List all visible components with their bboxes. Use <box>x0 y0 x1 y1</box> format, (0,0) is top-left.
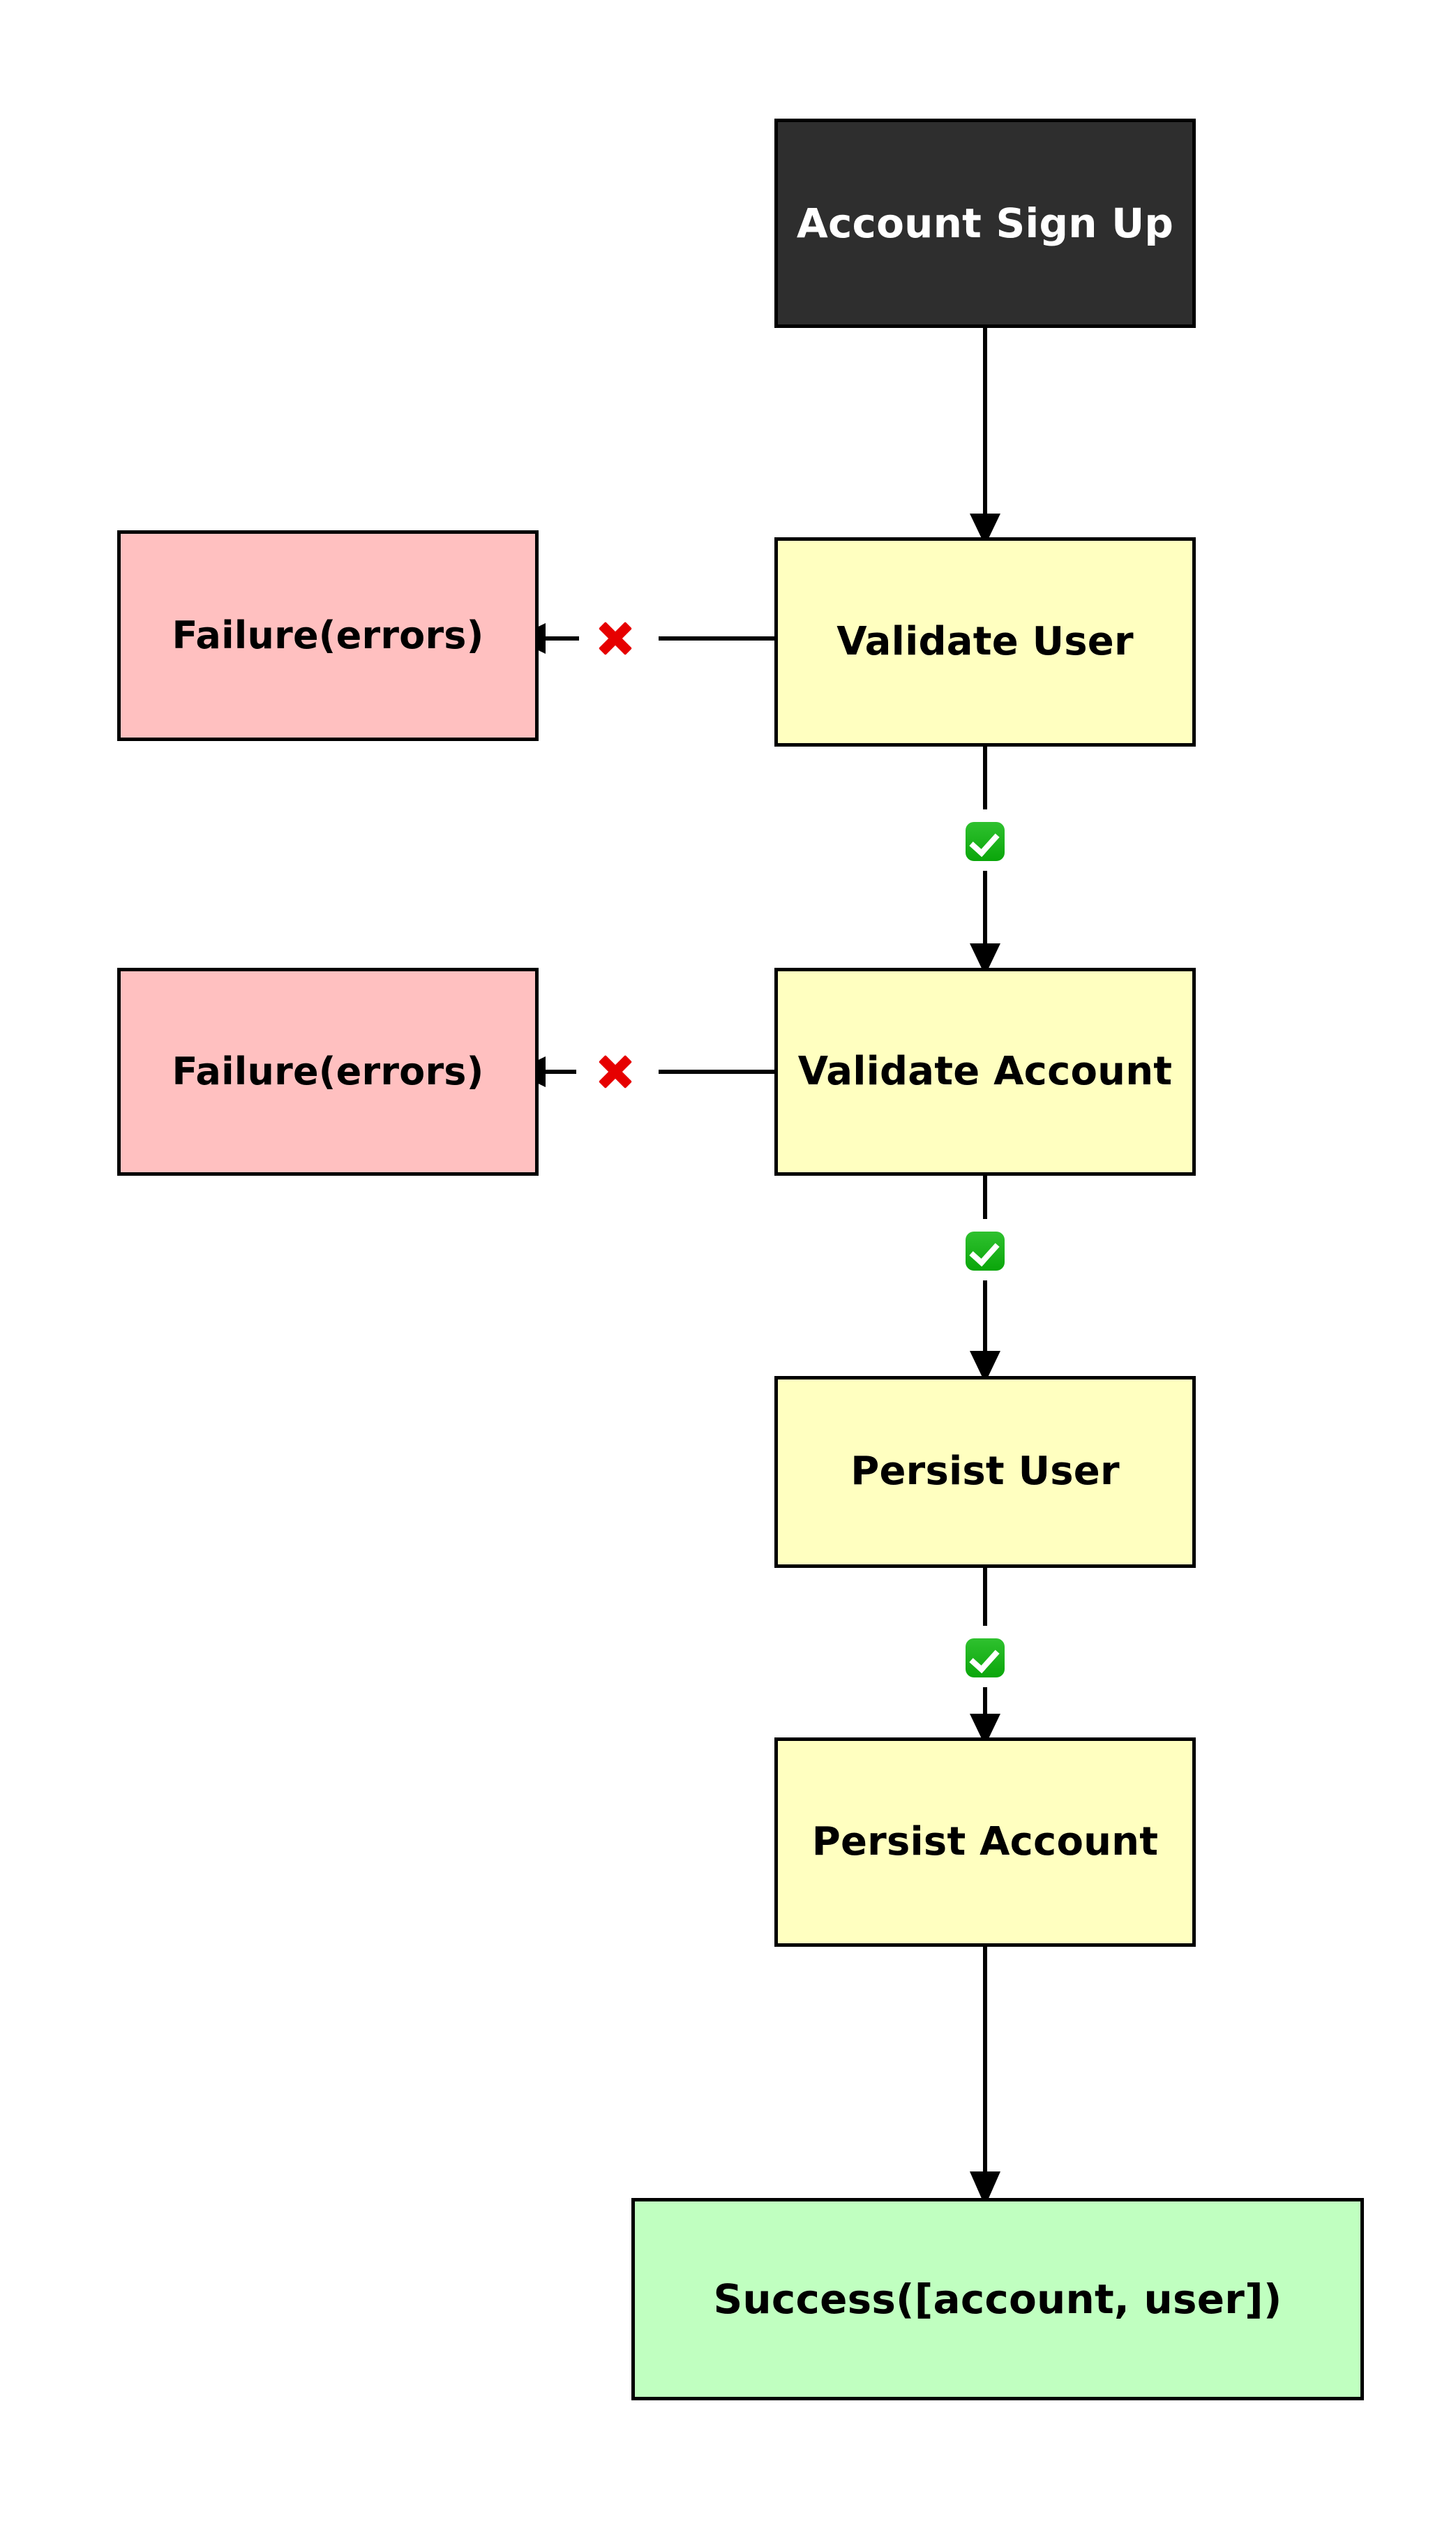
node-validate-account[interactable]: Validate Account <box>774 968 1196 1176</box>
edge-marker-failure-account <box>594 1050 637 1093</box>
node-failure-errors-account[interactable]: Failure(errors) <box>117 968 539 1176</box>
node-persist-account[interactable]: Persist Account <box>774 1737 1196 1947</box>
edge-marker-success-persist-user <box>966 1638 1005 1677</box>
edge-persist-user-to-persist-account <box>970 1568 1000 1746</box>
edge-marker-success-validate-account <box>966 1232 1005 1271</box>
check-icon <box>966 822 1005 861</box>
node-label: Persist Account <box>811 1818 1159 1864</box>
node-validate-user[interactable]: Validate User <box>774 537 1196 747</box>
edge-persist-account-to-success <box>970 1947 1000 2206</box>
node-label: Validate Account <box>797 1048 1173 1094</box>
check-icon <box>966 1638 1005 1677</box>
cross-icon <box>594 617 637 660</box>
node-account-sign-up[interactable]: Account Sign Up <box>774 119 1196 328</box>
edge-validate-user-to-validate-account <box>970 747 1000 975</box>
edge-marker-failure-user <box>594 617 637 660</box>
node-label: Failure(errors) <box>172 613 484 657</box>
edge-marker-success-validate-user <box>966 822 1005 861</box>
node-success[interactable]: Success([account, user]) <box>631 2198 1364 2400</box>
edge-validate-user-to-failure <box>513 623 774 654</box>
node-label: Persist User <box>850 1449 1120 1495</box>
node-failure-errors-user[interactable]: Failure(errors) <box>117 530 539 741</box>
node-label: Validate User <box>836 618 1134 664</box>
edge-validate-account-to-failure <box>513 1056 774 1087</box>
node-label: Account Sign Up <box>796 199 1174 247</box>
node-persist-user[interactable]: Persist User <box>774 1376 1196 1568</box>
node-label: Success([account, user]) <box>713 2275 1282 2323</box>
edge-validate-account-to-persist-user <box>970 1176 1000 1383</box>
cross-icon <box>594 1050 637 1093</box>
node-label: Failure(errors) <box>172 1049 484 1093</box>
edge-start-to-validate-user <box>970 328 1000 546</box>
check-icon <box>966 1232 1005 1271</box>
